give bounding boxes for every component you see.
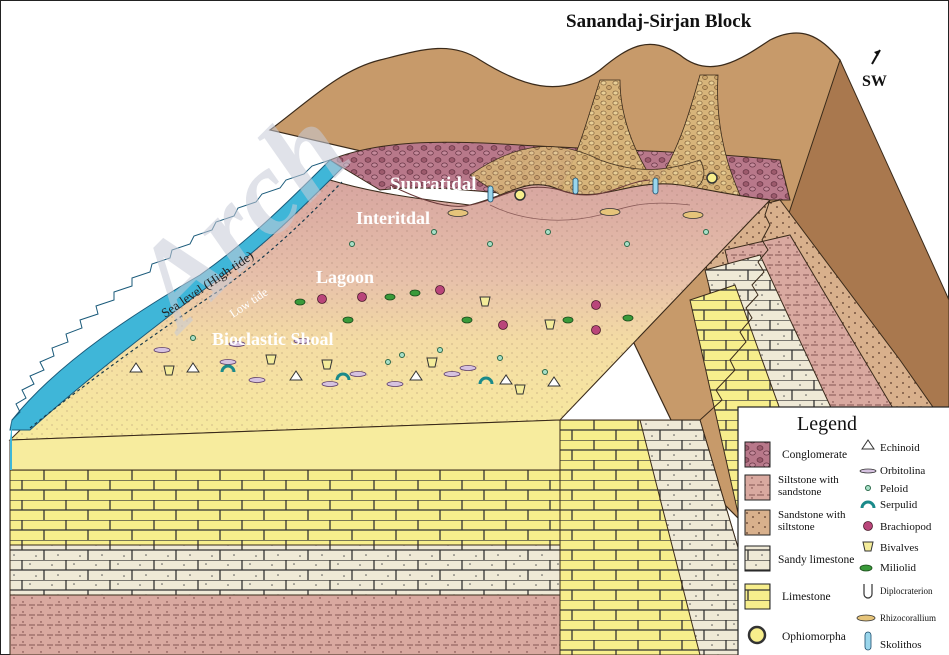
swatch-siltstone — [745, 475, 770, 500]
legend-limestone: Limestone — [782, 591, 831, 603]
legend-brachiopod: Brachiopod — [880, 521, 932, 533]
zone-supratidal: Supratidal — [390, 174, 477, 195]
orientation-label: SW — [862, 73, 887, 90]
bivalve-icon — [863, 542, 873, 551]
zone-intertidal: Interitdal — [356, 208, 430, 228]
legend-sandstone: Sandstone with siltstone — [778, 509, 853, 533]
legend-ophiomorpha: Ophiomorpha — [782, 631, 846, 643]
ophiomorpha-icon — [749, 627, 765, 643]
legend-title: Legend — [797, 413, 857, 435]
orientation-indicator: SW — [862, 50, 887, 90]
rhizocorallium-icon — [857, 615, 875, 621]
swatch-limestone — [745, 584, 770, 609]
legend-peloid: Peloid — [880, 483, 909, 495]
brachiopod-icon — [864, 522, 873, 531]
legend-bivalves: Bivalves — [880, 542, 919, 554]
legend-skolithos: Skolithos — [880, 639, 922, 651]
legend-siltstone: Siltstone with sandstone — [778, 474, 853, 498]
legend-echinoid: Echinoid — [880, 442, 920, 454]
peloid-icon — [866, 486, 871, 491]
block-title: Sanandaj-Sirjan Block — [566, 11, 752, 32]
legend-rhizocorallium: Rhizocorallium — [880, 613, 936, 623]
front-block — [10, 420, 770, 655]
zone-shoal: Bioclastic Shoal — [212, 329, 334, 349]
swatch-sandy-limestone — [745, 546, 770, 571]
legend-serpulid: Serpulid — [880, 499, 918, 511]
swatch-conglomerate — [745, 442, 770, 467]
miliolid-icon — [860, 565, 872, 571]
swatch-sandstone — [745, 510, 770, 535]
legend-orbitolina: Orbitolina — [880, 465, 925, 477]
orbitolina-icon — [860, 469, 876, 473]
legend-diplocraterion: Diplocraterion — [880, 586, 933, 596]
legend-sandy-limestone: Sandy limestone — [778, 554, 854, 566]
legend-miliolid: Miliolid — [880, 562, 917, 574]
legend-conglomerate: Conglomerate — [782, 449, 847, 461]
zone-lagoon: Lagoon — [316, 267, 374, 287]
skolithos-icon — [865, 632, 871, 650]
legend: Legend Conglomerate Siltstone with sands… — [738, 407, 949, 655]
